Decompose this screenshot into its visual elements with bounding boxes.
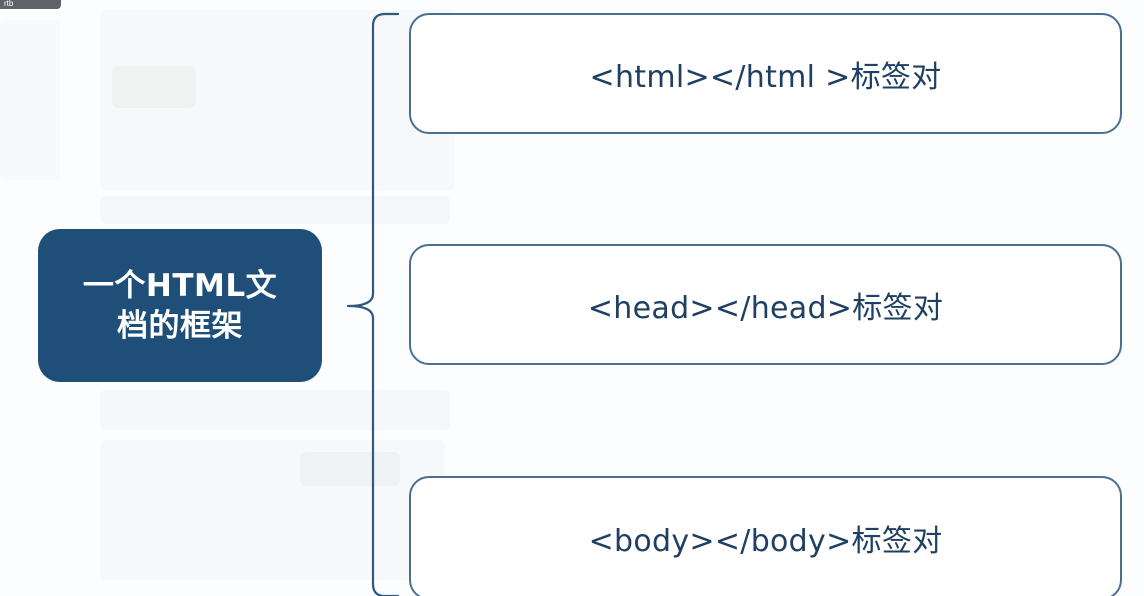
root-node-label: 一个HTML文档的框架 <box>82 267 278 344</box>
child-node-label: <body></body>标签对 <box>588 524 943 559</box>
child-node-label: <html></html >标签对 <box>589 59 942 95</box>
faded-background-shape <box>112 66 196 108</box>
root-node: 一个HTML文档的框架 <box>38 229 322 382</box>
child-node-label: <head></head>标签对 <box>587 290 944 326</box>
child-node-head: <head></head>标签对 <box>409 244 1122 365</box>
faded-background-shape <box>300 452 400 486</box>
corner-tag: rtb <box>0 0 61 9</box>
faded-background-shape <box>100 390 450 430</box>
child-node-html: <html></html >标签对 <box>409 13 1122 134</box>
faded-background-shape <box>0 20 60 180</box>
child-node-body: <body></body>标签对 <box>409 476 1122 596</box>
faded-background-shape <box>100 196 450 224</box>
curly-brace-connector <box>346 12 400 596</box>
